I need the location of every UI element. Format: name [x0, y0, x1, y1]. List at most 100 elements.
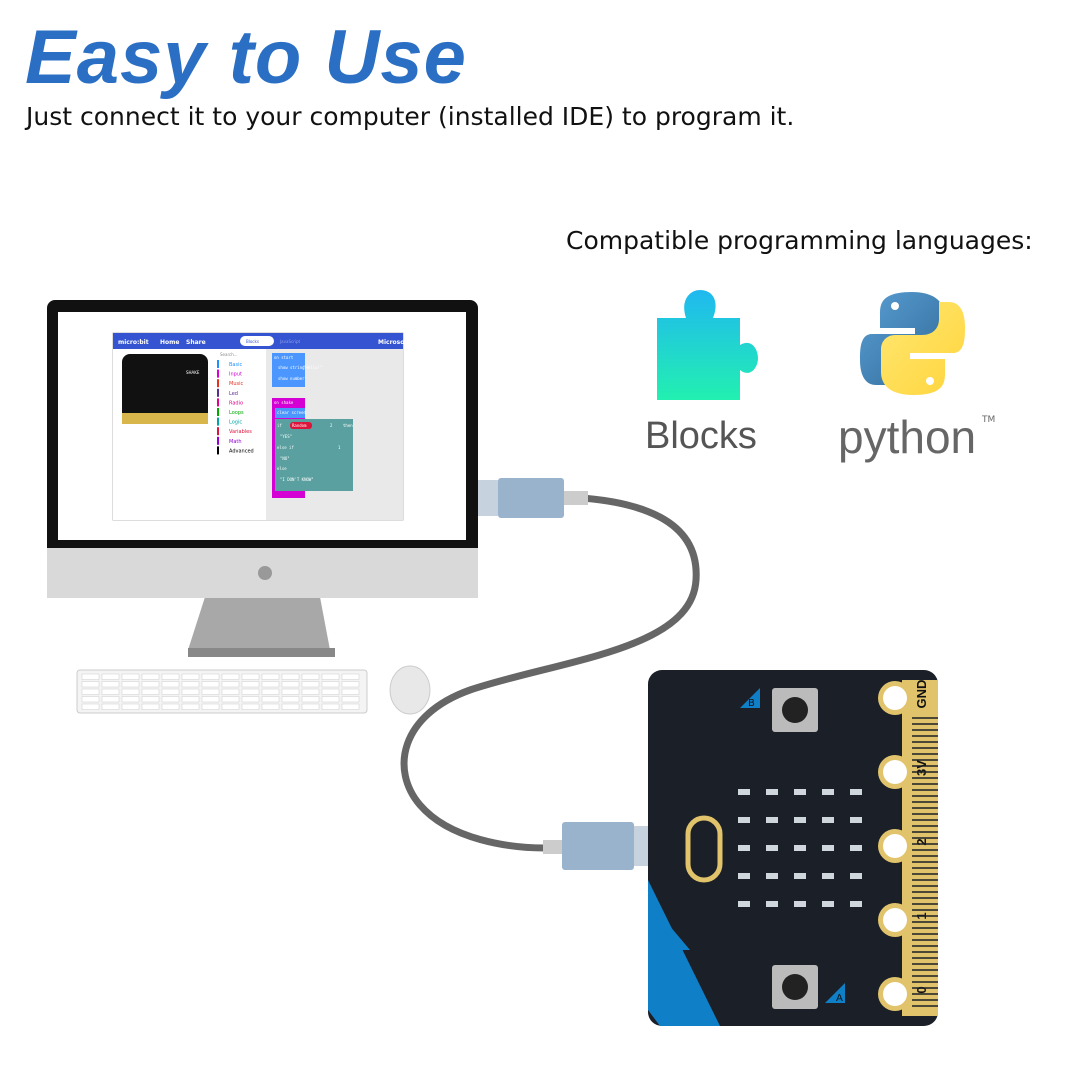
- key: [341, 703, 360, 710]
- key: [181, 681, 200, 688]
- led: [794, 901, 806, 907]
- svg-text:2: 2: [330, 423, 333, 428]
- key: [201, 703, 220, 710]
- led: [738, 789, 750, 795]
- category-variables[interactable]: Variables: [229, 429, 252, 435]
- key: [301, 703, 320, 710]
- svg-text:"NO": "NO": [280, 456, 290, 461]
- pin-label: 3V: [914, 760, 929, 776]
- pin-label: GND: [914, 680, 929, 709]
- key: [121, 696, 140, 703]
- button-b-label: B: [748, 698, 755, 709]
- pin-hole: [883, 834, 907, 858]
- key: [161, 696, 180, 703]
- usb-plug-bottom-strain: [543, 840, 563, 854]
- key: [321, 696, 340, 703]
- key: [341, 681, 360, 688]
- category-bar: [217, 369, 219, 378]
- category-bar: [217, 417, 219, 426]
- usb-plug-bottom-metal: [634, 826, 650, 866]
- category-radio[interactable]: Radio: [229, 400, 243, 406]
- svg-text:show number: show number: [278, 376, 305, 381]
- key: [241, 673, 260, 680]
- svg-text:on start: on start: [274, 355, 294, 360]
- usb-plug-top: [498, 478, 564, 518]
- led: [822, 789, 834, 795]
- category-advanced[interactable]: Advanced: [229, 448, 254, 454]
- category-bar: [217, 379, 219, 388]
- microsoft-brand: Microsoft: [378, 339, 410, 346]
- makecode-editor: micro:bit Home Share Blocks JavaScript M…: [112, 332, 410, 521]
- category-basic[interactable]: Basic: [229, 362, 242, 368]
- key: [301, 696, 320, 703]
- led: [822, 901, 834, 907]
- key: [241, 688, 260, 695]
- key: [321, 681, 340, 688]
- key: [281, 688, 300, 695]
- key: [121, 673, 140, 680]
- category-loops[interactable]: Loops: [229, 410, 244, 416]
- led: [850, 873, 862, 879]
- led: [822, 845, 834, 851]
- key: [261, 681, 280, 688]
- page-subtitle: Just connect it to your computer (instal…: [26, 102, 795, 131]
- tab-javascript: JavaScript: [279, 339, 300, 344]
- svg-text:"YES": "YES": [280, 434, 292, 439]
- key: [321, 673, 340, 680]
- key: [261, 703, 280, 710]
- category-math[interactable]: Math: [229, 439, 242, 445]
- search-input: Search...: [220, 352, 238, 357]
- key: [81, 703, 100, 710]
- usb-plug-top-metal: [478, 480, 498, 516]
- key: [121, 703, 140, 710]
- blocks-label: Blocks: [645, 415, 757, 457]
- key: [101, 681, 120, 688]
- key: [261, 696, 280, 703]
- pin-hole: [883, 686, 907, 710]
- led: [794, 789, 806, 795]
- nav-share: Share: [186, 339, 206, 346]
- pin-label: 2: [914, 838, 929, 845]
- key: [301, 673, 320, 680]
- key: [141, 681, 160, 688]
- key: [221, 681, 240, 688]
- simulator-board: [122, 354, 208, 424]
- category-input[interactable]: Input: [229, 372, 242, 378]
- key: [181, 688, 200, 695]
- usb-plug-bottom: [562, 822, 634, 870]
- key: [221, 703, 240, 710]
- key: [281, 681, 300, 688]
- led: [822, 817, 834, 823]
- svg-text:"I DON'T KNOW": "I DON'T KNOW": [280, 477, 314, 482]
- svg-text:clear screen: clear screen: [277, 410, 306, 415]
- category-led[interactable]: Led: [229, 391, 238, 397]
- key: [181, 696, 200, 703]
- category-bar: [217, 408, 219, 416]
- key: [101, 673, 120, 680]
- svg-text:Random: Random: [292, 423, 307, 428]
- led: [794, 845, 806, 851]
- category-logic[interactable]: Logic: [229, 420, 242, 426]
- trademark-mark: TM: [981, 415, 995, 425]
- category-bar: [217, 360, 219, 368]
- led: [822, 873, 834, 879]
- touch-logo: [685, 815, 723, 883]
- key: [121, 688, 140, 695]
- svg-text:show string: show string: [278, 365, 305, 370]
- key: [201, 681, 220, 688]
- key: [101, 703, 120, 710]
- key: [261, 673, 280, 680]
- button-a-label: A: [836, 993, 843, 1004]
- led: [766, 873, 778, 879]
- key: [301, 688, 320, 695]
- key: [301, 681, 320, 688]
- key: [221, 696, 240, 703]
- led: [738, 901, 750, 907]
- svg-text:"Hello!": "Hello!": [303, 365, 322, 370]
- category-music[interactable]: Music: [229, 381, 243, 387]
- svg-text:if: if: [277, 423, 282, 428]
- puzzle-piece-icon: [657, 290, 758, 400]
- category-bar: [217, 427, 219, 436]
